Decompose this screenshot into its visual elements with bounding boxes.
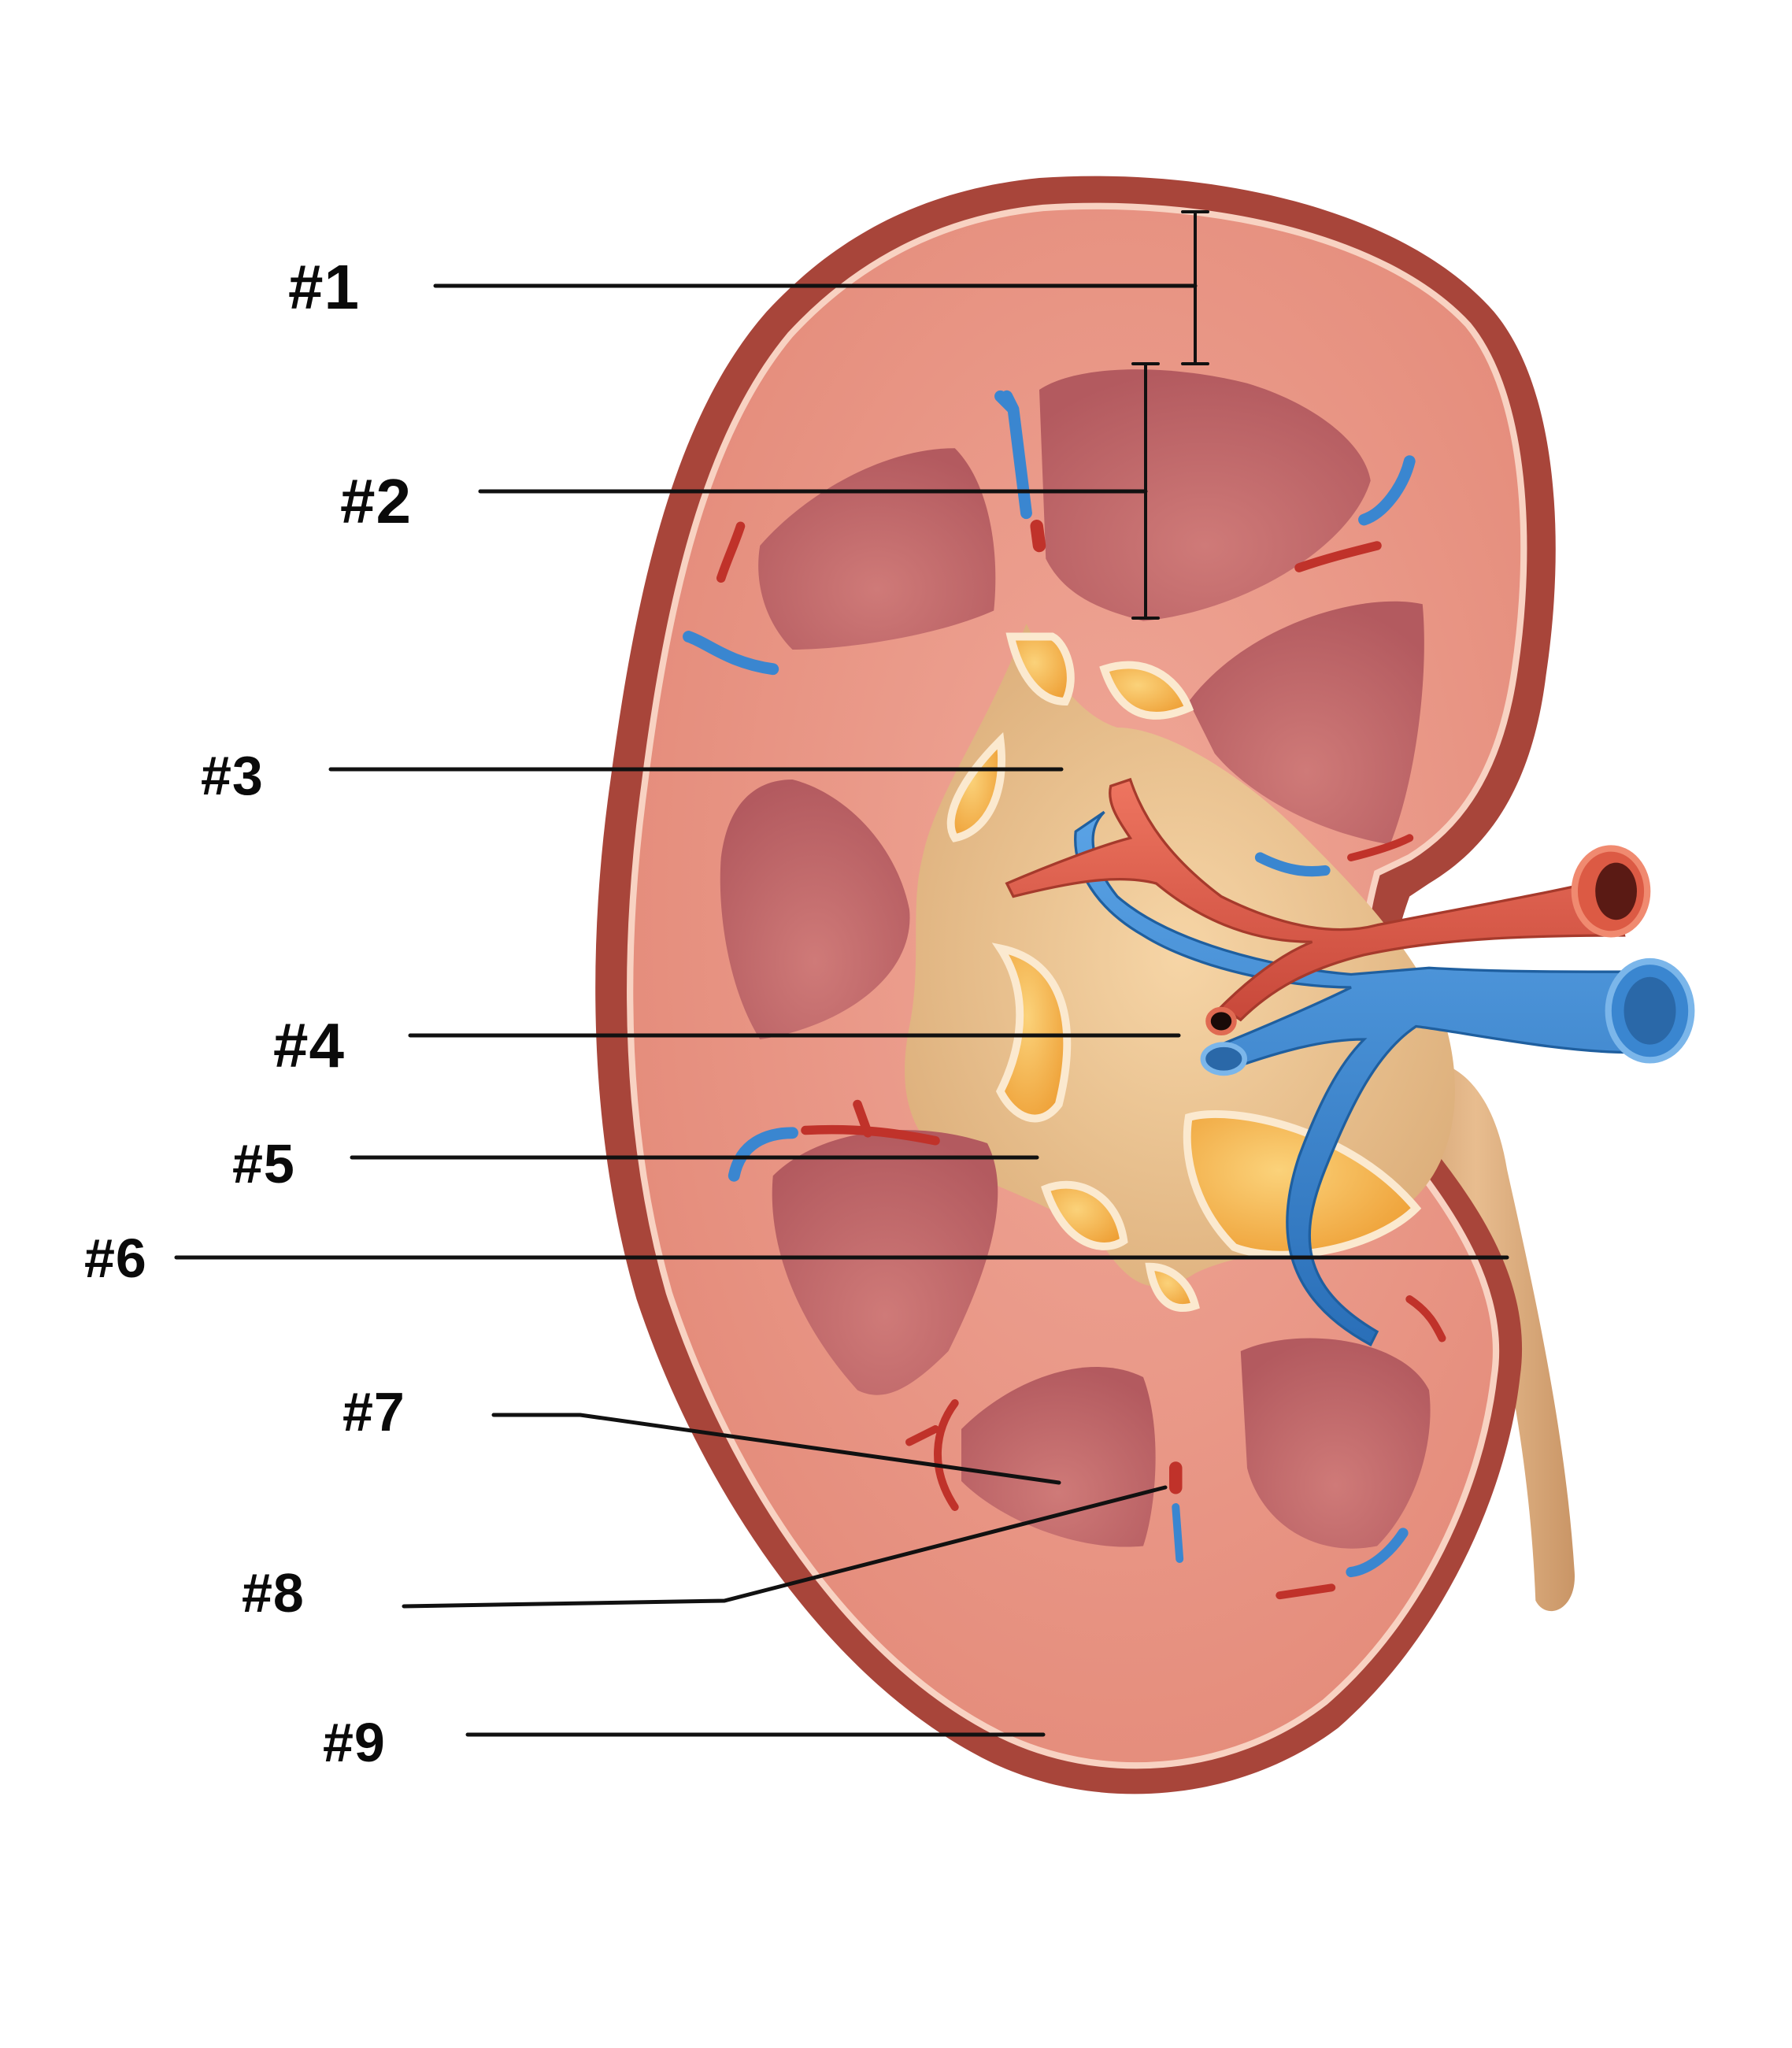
bracket-1 [1181, 210, 1209, 365]
label-7: #7 [342, 1381, 405, 1442]
renal-pyramids [720, 369, 1431, 1549]
leader-lines [174, 210, 1509, 1737]
label-1: #1 [288, 252, 360, 322]
pyramid-upper-right [1188, 601, 1424, 845]
pyramid-lower-right [1240, 1338, 1431, 1549]
pyramid-upper-left [758, 448, 996, 650]
pyramid-lower-left [772, 1130, 998, 1395]
pyramid-top [1039, 369, 1371, 621]
leader-line-8 [402, 1485, 1168, 1609]
leader-line-7 [491, 1413, 1061, 1485]
renal-vein [1074, 810, 1695, 1347]
label-9: #9 [323, 1712, 386, 1773]
renal-artery [1005, 777, 1651, 1036]
label-6: #6 [84, 1228, 147, 1289]
label-4: #4 [273, 1010, 345, 1080]
ureter [1377, 1058, 1575, 1612]
label-8: #8 [242, 1562, 305, 1624]
label-2: #2 [340, 466, 412, 536]
label-3: #3 [201, 745, 264, 806]
arcuate-vessels [683, 390, 1446, 1600]
label-5: #5 [232, 1133, 295, 1194]
pyramid-left [720, 780, 910, 1040]
bracket-2 [1131, 362, 1160, 620]
